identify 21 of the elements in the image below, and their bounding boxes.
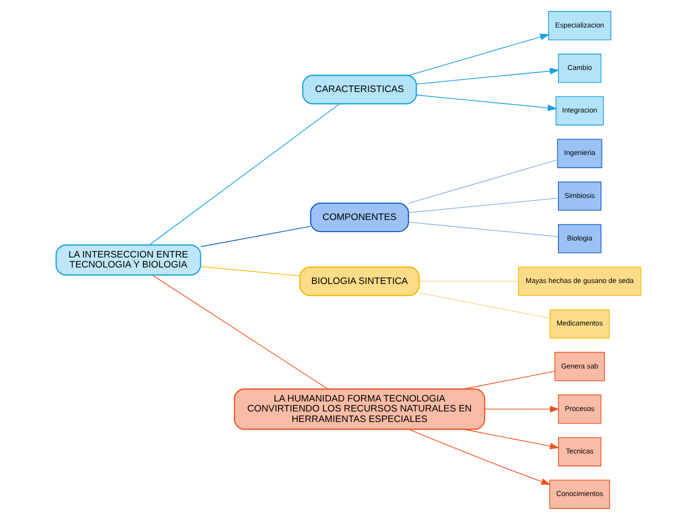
connector (462, 370, 555, 390)
connector (408, 198, 558, 214)
connector (200, 226, 310, 248)
arrow (462, 428, 559, 450)
node-box: COMPONENTES (310, 202, 409, 232)
arrow (408, 428, 550, 485)
connector (152, 274, 328, 390)
connector (408, 222, 558, 238)
node-box: BIOLOGIA SINTETICA (298, 266, 420, 296)
arrow (416, 94, 557, 112)
connector (418, 292, 550, 319)
node-box: CARACTERISTICAS (302, 74, 416, 104)
arrow (484, 406, 559, 412)
node-box: LA INTERSECCION ENTRE TECNOLOGIA Y BIOLOGIA (55, 244, 201, 276)
node-box: LA HUMANIDAD FORMA TECNOLOGIA CONVIRTIENDO LOS RECURSOS NATURALES EN HERRAMIENTAS ESPECIALES (233, 388, 485, 430)
arrow (416, 68, 559, 84)
connector (200, 266, 300, 276)
connector (418, 280, 518, 282)
arrow (408, 34, 550, 76)
connector (408, 159, 558, 204)
connector (148, 104, 340, 246)
